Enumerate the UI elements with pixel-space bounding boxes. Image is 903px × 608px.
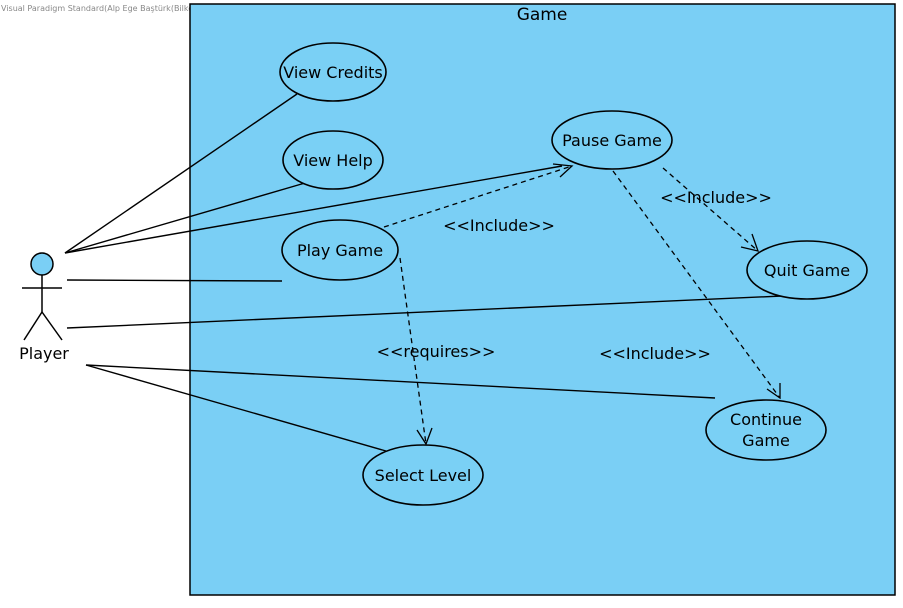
- dependency-play-select[interactable]: [399, 257, 427, 445]
- watermark-text: Visual Paradigm Standard(Alp Ege Baştürk…: [1, 4, 230, 13]
- continue-game-label-line2: Game: [742, 431, 790, 450]
- play-game-ellipse: [281, 219, 399, 281]
- actor-right-leg: [41, 311, 63, 341]
- actor-head: [30, 252, 54, 276]
- view-help-label: View Help: [293, 151, 373, 170]
- quit-game-label: Quit Game: [764, 261, 850, 280]
- view-credits-label: View Credits: [283, 63, 383, 82]
- system-title: Game: [517, 5, 568, 25]
- dependency-pause-quit[interactable]: [662, 167, 759, 252]
- arrowhead-pause-continue: [766, 383, 781, 400]
- view-help-ellipse: [282, 130, 384, 190]
- dependency-play-pause[interactable]: [383, 165, 573, 228]
- dependency-pause-continue[interactable]: [612, 170, 781, 399]
- label-include-pause-continue: <<Include>>: [599, 344, 711, 363]
- quit-game-ellipse: [746, 240, 868, 300]
- actor-left-leg: [23, 311, 43, 341]
- arrowhead-pause-quit: [740, 233, 760, 252]
- use-case-quit-game[interactable]: Quit Game: [746, 240, 868, 300]
- association-view-help[interactable]: [64, 182, 306, 254]
- association-play-game[interactable]: [66, 279, 283, 282]
- arrowhead-play-pause: [552, 163, 574, 178]
- pause-game-label: Pause Game: [562, 131, 662, 150]
- label-requires-play-select: <<requires>>: [377, 342, 496, 361]
- arrowhead-play-select: [416, 427, 433, 446]
- use-case-play-game[interactable]: Play Game: [281, 219, 399, 281]
- view-credits-ellipse: [279, 42, 387, 102]
- use-case-view-credits[interactable]: View Credits: [279, 42, 387, 102]
- continue-game-label-line1: Continue: [730, 410, 802, 429]
- association-continue-game[interactable]: [85, 364, 716, 399]
- use-case-pause-game[interactable]: Pause Game: [551, 110, 673, 170]
- association-view-credits[interactable]: [64, 93, 298, 254]
- actor-name: Player: [19, 344, 69, 363]
- use-case-select-level[interactable]: Select Level: [362, 444, 484, 506]
- association-quit-game[interactable]: [66, 295, 783, 329]
- continue-game-ellipse: [705, 399, 827, 461]
- association-pause-game[interactable]: [64, 165, 563, 254]
- select-level-ellipse: [362, 444, 484, 506]
- pause-game-ellipse: [551, 110, 673, 170]
- label-include-pause-quit: <<Include>>: [660, 188, 772, 207]
- actor-player[interactable]: Player: [19, 252, 69, 363]
- association-select-level[interactable]: [85, 364, 387, 452]
- select-level-label: Select Level: [375, 466, 472, 485]
- use-case-continue-game[interactable]: Continue Game: [705, 399, 827, 461]
- use-case-view-help[interactable]: View Help: [282, 130, 384, 190]
- play-game-label: Play Game: [297, 241, 383, 260]
- system-boundary[interactable]: [189, 3, 896, 596]
- label-include-play-pause: <<Include>>: [443, 216, 555, 235]
